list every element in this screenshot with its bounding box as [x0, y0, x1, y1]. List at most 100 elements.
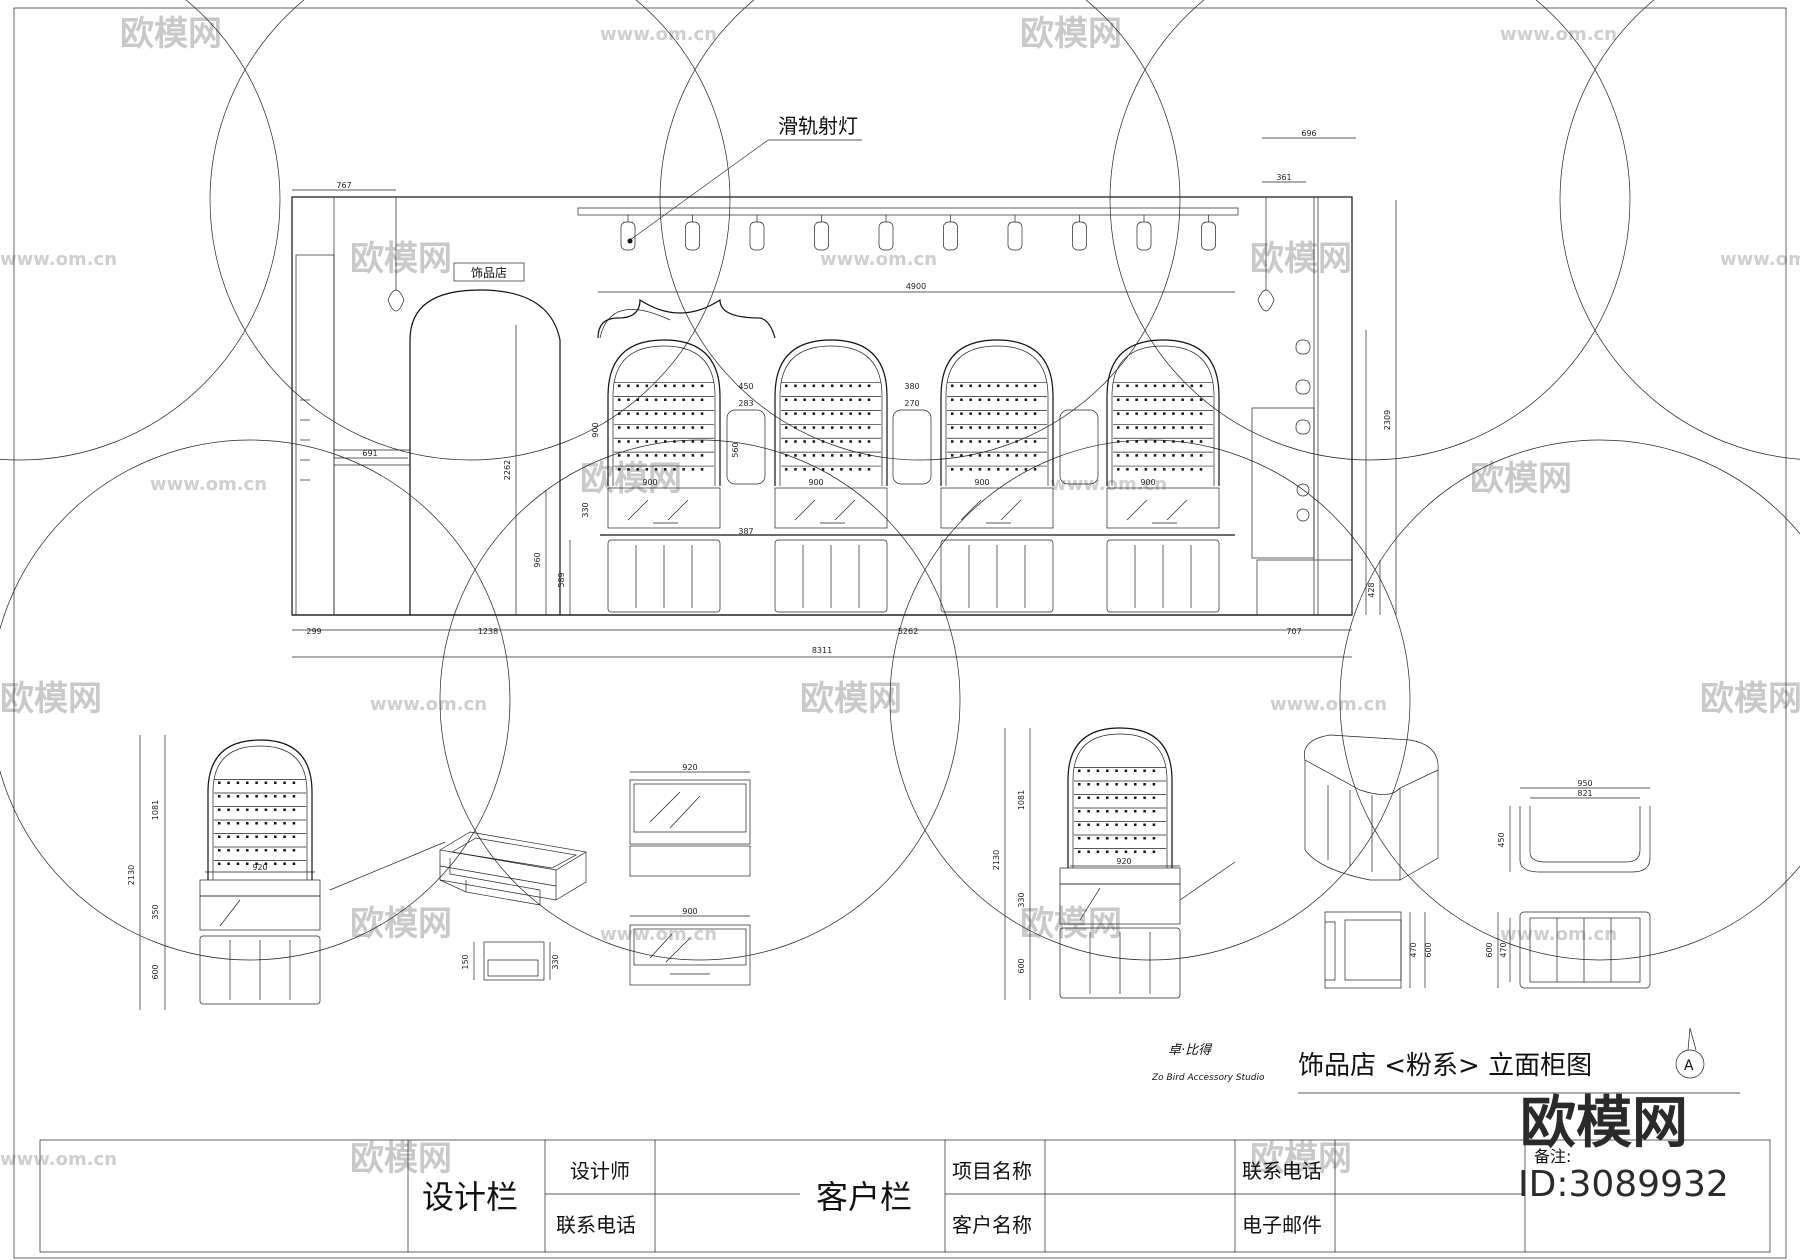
watermark-url: www.om.cn [1500, 924, 1617, 945]
dim-r-plan-w2: 821 [1577, 789, 1592, 798]
watermark-id: ID:3089932 [1518, 1164, 1729, 1205]
dim-r-top-h: 1081 [1017, 790, 1026, 810]
spotlight-icon [1136, 221, 1152, 251]
watermark-brand-large: 欧模网 [1520, 1091, 1688, 1156]
project-name-label: 项目名称 [952, 1159, 1032, 1183]
dim-counter-w-2: 900 [808, 478, 823, 487]
spotlight-icon [1007, 221, 1023, 251]
dim-r-total-h: 2130 [992, 850, 1001, 870]
dim-r-side-mid: 470 [1409, 942, 1418, 957]
dim-r-plan-w1: 950 [1577, 779, 1592, 788]
watermark-url: www.om.cn [0, 249, 117, 270]
dim-counter-side-h: 330 [551, 954, 560, 969]
spotlight-icon [814, 221, 829, 251]
watermark-url: www.om.cn [1270, 694, 1387, 715]
dim-cabinet-h-left: 960 [533, 552, 542, 567]
dim-bottom-2: 1238 [478, 627, 498, 636]
title-bar: 设计栏 设计师 联系电话 客户栏 项目名称 客户名称 联系电话 电子邮件 备注: [39, 1139, 1771, 1253]
dim-mid-w-2: 270 [904, 399, 919, 408]
dim-cab-mid-h: 350 [151, 904, 160, 919]
dim-mid-w-1: 283 [738, 399, 753, 408]
spotlight-icon [685, 221, 700, 251]
drawing-title-block: 卓·比得 Zo Bird Accessory Studio 饰品店 <粉系> 立… [1151, 1027, 1740, 1094]
watermark-url: www.om.cn [1500, 24, 1617, 45]
dim-counter-h: 330 [581, 502, 590, 517]
dim-height-main: 2262 [503, 460, 512, 480]
spotlight-icon [878, 221, 894, 251]
dim-cab-total-h: 2130 [127, 865, 136, 885]
section-marker: A [1684, 1058, 1694, 1074]
shop-sign: 饰品店 [471, 266, 507, 280]
dim-counter-w-3: 900 [974, 478, 989, 487]
dim-r-plan-d: 450 [1497, 832, 1506, 847]
drawing-title: 饰品店 <粉系> 立面柜图 [1298, 1051, 1592, 1081]
remarks-label: 备注: [1534, 1147, 1571, 1166]
dim-r-front-h: 600 [1485, 942, 1494, 957]
dim-mid-gap-1: 450 [738, 382, 753, 391]
dim-top-right-inner: 361 [1276, 173, 1291, 182]
dim-counter-w-1: 900 [642, 478, 657, 487]
dim-left-recess: 691 [362, 449, 377, 458]
watermark-brand: 欧模网 [1250, 239, 1352, 279]
detail-left: 2130 1081 350 600 920 [127, 735, 751, 1010]
dim-r-base-h: 600 [1017, 958, 1026, 973]
watermark-brand: 欧模网 [580, 459, 682, 499]
dim-bottom-3: 5262 [898, 627, 918, 636]
spotlight-icon [1201, 221, 1216, 251]
dim-counter-w-4: 900 [1140, 478, 1155, 487]
watermark-brand: 欧模网 [1470, 459, 1572, 499]
client-phone-label: 联系电话 [1242, 1159, 1322, 1183]
dim-base-right: 428 [1367, 582, 1376, 597]
watermark-url: www.om.cn [820, 249, 937, 270]
watermark-brand: 欧模网 [1020, 14, 1122, 54]
watermark-url: www.om.cn [0, 1149, 117, 1170]
spotlight-icon [943, 221, 958, 251]
dim-bottom-1: 299 [306, 627, 321, 636]
dim-cab-top-h: 1081 [151, 800, 160, 820]
detail-right: 2130 1081 330 600 920 950 821 450 [992, 727, 1651, 1000]
watermark-brand: 欧模网 [1700, 679, 1800, 719]
watermark-brand: 欧模网 [120, 14, 222, 54]
spotlight-icon [620, 221, 636, 251]
watermark-url: www.om.cn [150, 474, 267, 495]
watermark-url: www.om.cn [600, 924, 717, 945]
watermark-brand: 欧模网 [800, 679, 902, 719]
studio-logo-subtext: Zo Bird Accessory Studio [1151, 1073, 1265, 1083]
watermark-brand: 欧模网 [350, 904, 452, 944]
dim-mid-h: 560 [731, 442, 740, 457]
watermark-brand: 欧模网 [0, 679, 102, 719]
watermark-layer: 欧模网欧模网欧模网欧模网欧模网欧模网欧模网欧模网欧模网欧模网欧模网欧模网欧模网 … [0, 0, 1800, 1179]
dim-counter-front-w: 900 [682, 907, 697, 916]
dim-r-mid-h: 330 [1017, 892, 1026, 907]
watermark-brand: 欧模网 [350, 1139, 452, 1179]
studio-logo: 卓·比得 [1168, 1043, 1213, 1058]
dim-height-right: 2309 [1383, 410, 1392, 430]
dim-mid-base: 387 [738, 527, 753, 536]
watermark-url: www.om.cn [370, 694, 487, 715]
dim-bottom-4: 707 [1286, 627, 1301, 636]
dim-top-right-outer: 696 [1301, 129, 1316, 138]
track-light-callout: 滑轨射灯 [778, 114, 858, 138]
dim-shelf-span: 4900 [906, 282, 926, 291]
dim-r-w: 920 [1116, 857, 1131, 866]
dim-cab-base-h: 600 [151, 964, 160, 979]
dim-counter-top-w: 920 [682, 763, 697, 772]
design-section-label: 设计栏 [422, 1178, 518, 1216]
dim-top-left: 767 [336, 181, 351, 190]
sheet-border [13, 7, 1787, 1259]
watermark-id-block: 欧模网 ID:3089932 [1518, 1091, 1729, 1205]
dim-cab-w: 920 [252, 863, 267, 872]
main-elevation: 饰品店 滑轨射灯 [291, 114, 1397, 658]
spotlight-icon [749, 221, 765, 251]
dim-mid-gap-2: 380 [904, 382, 919, 391]
watermark-brand: 欧模网 [350, 239, 452, 279]
email-label: 电子邮件 [1242, 1213, 1322, 1237]
dim-r-front-mid: 470 [1499, 942, 1508, 957]
watermark-url: www.om.cn [600, 24, 717, 45]
designer-phone-label: 联系电话 [556, 1213, 636, 1237]
watermark-url: www.om.cn [1050, 474, 1167, 495]
watermark-url: www.om.cn [1720, 249, 1800, 270]
spotlight-icon [1072, 221, 1087, 251]
client-name-label: 客户名称 [952, 1213, 1032, 1237]
